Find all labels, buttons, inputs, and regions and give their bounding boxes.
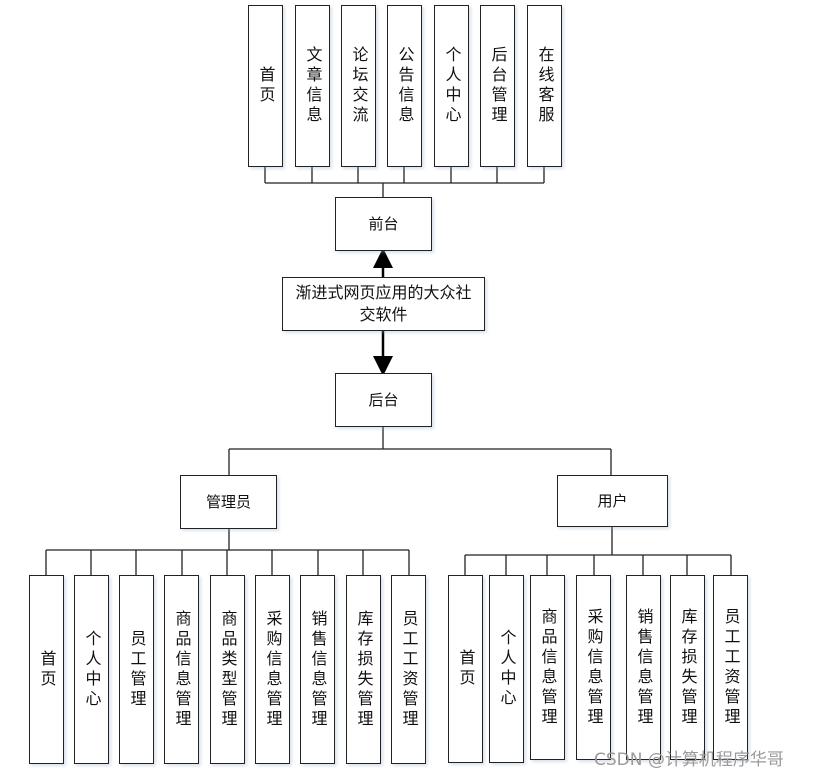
backend-connector bbox=[228, 427, 612, 475]
user-node: 用户 bbox=[557, 475, 668, 527]
frontend-item: 文章信息 bbox=[295, 5, 330, 167]
user-item: 商品信息管理 bbox=[530, 575, 565, 760]
backend-node: 后台 bbox=[335, 373, 432, 427]
user-item: 销售信息管理 bbox=[626, 575, 661, 760]
user-item: 个人中心 bbox=[489, 575, 524, 763]
frontend-item: 后台管理 bbox=[480, 5, 515, 167]
frontend-connector bbox=[264, 167, 545, 197]
admin-item: 个人中心 bbox=[74, 575, 109, 764]
admin-item: 库存损失管理 bbox=[346, 575, 381, 764]
admin-item: 员工管理 bbox=[119, 575, 154, 764]
user-item: 员工工资管理 bbox=[713, 575, 748, 760]
frontend-item: 论坛交流 bbox=[341, 5, 376, 167]
admin-connector bbox=[45, 529, 410, 575]
admin-item: 销售信息管理 bbox=[300, 575, 335, 764]
admin-node: 管理员 bbox=[180, 475, 277, 529]
frontend-item: 首页 bbox=[248, 5, 283, 167]
frontend-item: 公告信息 bbox=[387, 5, 422, 167]
frontend-item: 在线客服 bbox=[527, 5, 562, 167]
frontend-node: 前台 bbox=[335, 197, 432, 251]
admin-item: 首页 bbox=[29, 575, 64, 764]
admin-item: 采购信息管理 bbox=[255, 575, 290, 764]
user-item: 库存损失管理 bbox=[670, 575, 705, 760]
root-node: 渐进式网页应用的大众社交软件 bbox=[282, 277, 485, 331]
admin-item: 商品类型管理 bbox=[210, 575, 245, 764]
admin-item: 员工工资管理 bbox=[391, 575, 426, 764]
admin-item: 商品信息管理 bbox=[164, 575, 199, 764]
user-item: 采购信息管理 bbox=[576, 575, 611, 760]
watermark: CSDN @计算机程序华哥 bbox=[594, 750, 784, 770]
frontend-item: 个人中心 bbox=[434, 5, 469, 167]
user-connector bbox=[464, 527, 732, 575]
user-item: 首页 bbox=[448, 575, 483, 763]
